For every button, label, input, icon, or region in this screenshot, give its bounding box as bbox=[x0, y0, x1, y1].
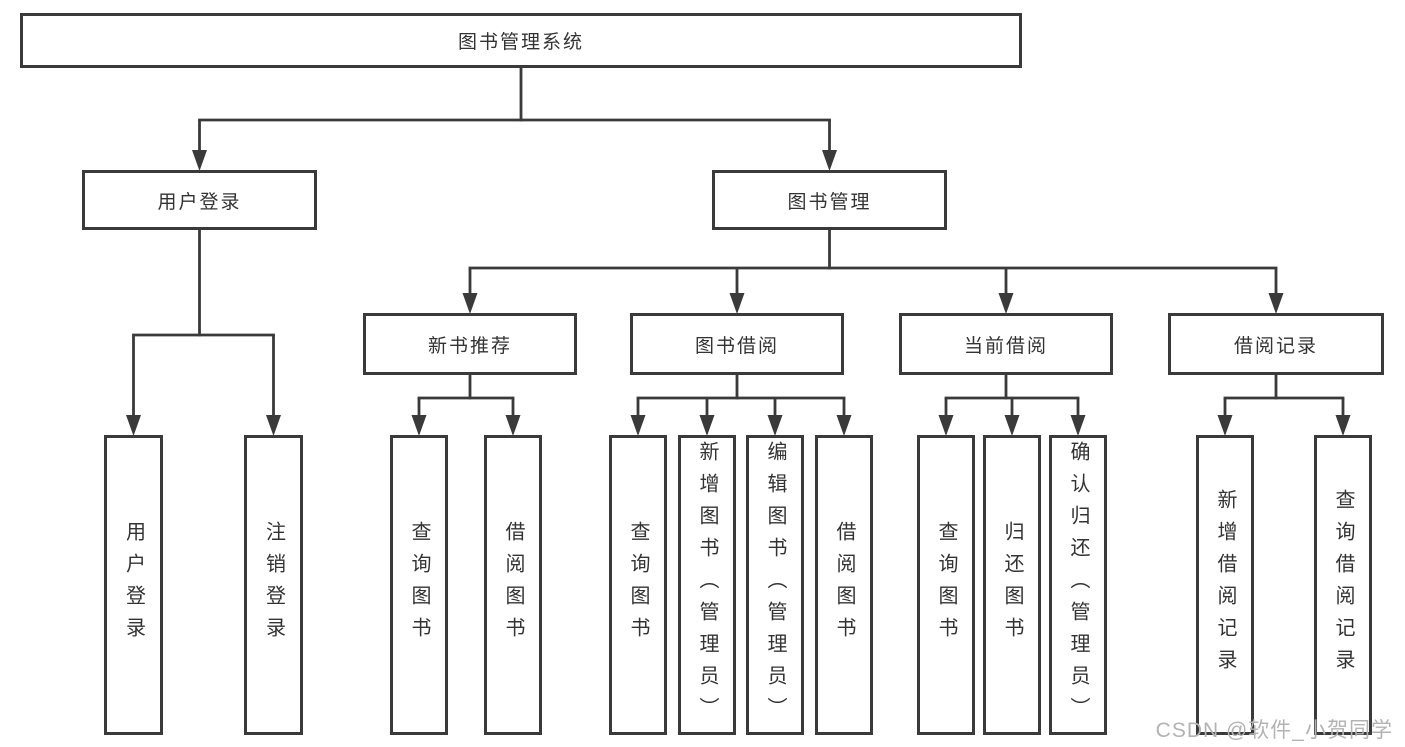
node-label-leaf-cb-return: 归还图书 bbox=[1001, 521, 1023, 649]
node-leaf-cb-query: 查询图书 bbox=[917, 435, 975, 735]
arrowhead-icon bbox=[822, 150, 837, 171]
arrowhead-icon bbox=[126, 415, 141, 436]
node-leaf-br-add: 新增借阅记录 bbox=[1196, 435, 1254, 735]
arrowhead-icon bbox=[1070, 415, 1086, 436]
node-label-system: 图书管理系统 bbox=[457, 32, 584, 53]
arrowhead-icon bbox=[1335, 415, 1351, 436]
node-label-leaf-cb-query: 查询图书 bbox=[935, 521, 957, 649]
node-label-leaf-bb-query: 查询图书 bbox=[627, 521, 649, 649]
node-system: 图书管理系统 bbox=[20, 13, 1022, 68]
node-book-borrow: 图书借阅 bbox=[630, 313, 844, 375]
arrowhead-icon bbox=[1268, 293, 1284, 314]
node-label-leaf-bb-edit: 编辑图书（管理员） bbox=[764, 441, 786, 729]
arrowhead-icon bbox=[699, 415, 715, 436]
node-user-login: 用户登录 bbox=[82, 170, 317, 230]
arrowhead-icon bbox=[836, 415, 852, 436]
node-leaf-logout: 注销登录 bbox=[244, 435, 303, 735]
node-label-leaf-cb-confirm: 确认归还（管理员） bbox=[1067, 441, 1089, 729]
node-current-borrow: 当前借阅 bbox=[899, 313, 1113, 375]
node-label-leaf-nbr-borrow: 借阅图书 bbox=[502, 521, 524, 649]
watermark: CSDN @软件_小贺同学 bbox=[1155, 719, 1393, 742]
node-new-book-rec: 新书推荐 bbox=[363, 313, 577, 375]
node-borrow-records: 借阅记录 bbox=[1168, 313, 1384, 375]
arrowhead-icon bbox=[938, 415, 954, 436]
node-book-mgmt: 图书管理 bbox=[712, 170, 947, 230]
arrowhead-icon bbox=[767, 415, 783, 436]
node-leaf-bb-borrow: 借阅图书 bbox=[815, 435, 873, 735]
arrowhead-icon bbox=[1004, 415, 1020, 436]
arrowhead-icon bbox=[1217, 415, 1233, 436]
arrowhead-icon bbox=[462, 293, 478, 314]
node-label-current-borrow: 当前借阅 bbox=[963, 335, 1048, 357]
node-leaf-bb-add: 新增图书（管理员） bbox=[678, 435, 736, 735]
node-label-leaf-br-query: 查询借阅记录 bbox=[1332, 489, 1354, 681]
node-label-leaf-bb-borrow: 借阅图书 bbox=[833, 521, 855, 649]
node-label-leaf-br-add: 新增借阅记录 bbox=[1214, 489, 1236, 681]
node-label-leaf-nbr-query: 查询图书 bbox=[408, 521, 430, 649]
node-leaf-nbr-query: 查询图书 bbox=[390, 435, 448, 735]
node-label-leaf-bb-add: 新增图书（管理员） bbox=[696, 441, 718, 729]
node-leaf-bb-query: 查询图书 bbox=[609, 435, 667, 735]
node-label-borrow-records: 借阅记录 bbox=[1233, 335, 1318, 357]
node-leaf-cb-return: 归还图书 bbox=[983, 435, 1041, 735]
node-label-new-book-rec: 新书推荐 bbox=[427, 335, 512, 357]
node-label-book-mgmt: 图书管理 bbox=[787, 191, 872, 213]
arrowhead-icon bbox=[266, 415, 281, 436]
node-leaf-br-query: 查询借阅记录 bbox=[1314, 435, 1372, 735]
arrowhead-icon bbox=[630, 415, 646, 436]
node-leaf-user-login: 用户登录 bbox=[104, 435, 163, 735]
arrowhead-icon bbox=[411, 415, 427, 436]
node-label-leaf-logout: 注销登录 bbox=[262, 521, 285, 649]
node-label-leaf-user-login: 用户登录 bbox=[122, 521, 145, 649]
node-label-book-borrow: 图书借阅 bbox=[694, 335, 779, 357]
arrowhead-icon bbox=[729, 293, 745, 314]
node-leaf-bb-edit: 编辑图书（管理员） bbox=[746, 435, 804, 735]
node-leaf-cb-confirm: 确认归还（管理员） bbox=[1049, 435, 1107, 735]
arrowhead-icon bbox=[998, 293, 1014, 314]
node-label-user-login: 用户登录 bbox=[157, 191, 242, 213]
arrowhead-icon bbox=[192, 150, 207, 171]
arrowhead-icon bbox=[505, 415, 521, 436]
node-leaf-nbr-borrow: 借阅图书 bbox=[484, 435, 542, 735]
